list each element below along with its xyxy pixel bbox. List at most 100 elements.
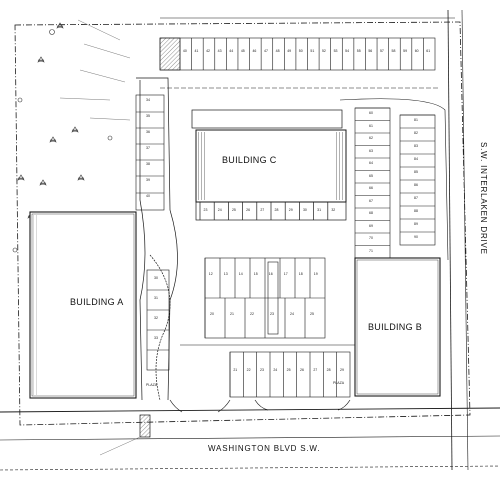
c-south-stall: 29: [288, 208, 293, 213]
east-stall: 71: [369, 248, 373, 253]
center-bottom-stall: 25: [310, 312, 314, 316]
north-stall: 45: [240, 49, 245, 54]
building-a: [29, 211, 137, 399]
west-stall: 37: [146, 146, 150, 150]
center-bottom-stall: 21: [230, 312, 234, 316]
far-east-stall: 88: [414, 209, 418, 214]
east-stall: 66: [369, 186, 373, 191]
center-top-stall: 13: [223, 272, 228, 276]
north-stall: 53: [333, 49, 338, 54]
center-top-stall: 19: [313, 272, 318, 276]
far-east-stall: 83: [414, 144, 418, 149]
north-stall: 56: [368, 49, 373, 54]
north-stall: 42: [206, 49, 210, 54]
east-stall: 62: [369, 136, 373, 141]
far-east-stall: 84: [414, 157, 418, 162]
west-stall: 36: [146, 130, 150, 134]
west-stall: 38: [146, 162, 150, 166]
c-south-stall: 23: [203, 208, 208, 213]
west-stall: 35: [146, 114, 150, 118]
center-bottom-stall: 20: [210, 312, 214, 316]
south-stall: 23: [260, 367, 264, 372]
c-south-stall: 31: [317, 208, 322, 213]
south-stall: 27: [313, 367, 318, 372]
north-stall: 54: [345, 49, 350, 54]
c-south-stall: 25: [231, 208, 236, 213]
north-stall: 55: [356, 49, 361, 54]
c-south-stall: 30: [302, 208, 307, 213]
north-stall: 60: [414, 49, 419, 54]
north-stall: 52: [321, 49, 326, 54]
east-stall: 69: [369, 223, 373, 228]
building-b-label: BUILDING B: [368, 322, 423, 332]
c-south-stall: 27: [260, 208, 265, 213]
north-stall: 61: [426, 49, 431, 54]
center-top-stall: 18: [298, 272, 303, 276]
far-east-stall: 81: [414, 118, 418, 123]
north-parking-row: [159, 37, 440, 89]
building-b: [354, 257, 441, 397]
center-bottom-stall: 24: [290, 312, 294, 316]
south-stall: 26: [300, 367, 304, 372]
south-stall: 21: [233, 367, 238, 372]
east-stall: 67: [369, 198, 373, 203]
building-c-label: BUILDING C: [222, 155, 277, 165]
far-east-stall: 85: [414, 170, 418, 175]
north-stall: 41: [194, 49, 199, 54]
east-street-label: S.W. INTERLAKEN DRIVE: [479, 142, 488, 255]
far-east-stall: 89: [414, 222, 418, 227]
east-stall: 61: [369, 123, 373, 128]
north-stall: 46: [252, 49, 257, 54]
building-c-area: [191, 109, 347, 221]
north-stall: 40: [182, 49, 187, 54]
center-top-stall: 17: [283, 272, 288, 276]
center-top-stall: 14: [238, 272, 243, 276]
west-stall: 40: [146, 194, 150, 198]
c-south-stall: 24: [217, 208, 222, 213]
east-stall: 70: [369, 236, 373, 241]
south-stall: 29: [340, 367, 344, 372]
north-stall: 57: [379, 49, 384, 54]
east-stall: 65: [369, 173, 373, 178]
north-stall: 43: [217, 49, 222, 54]
c-south-stall: 26: [246, 208, 251, 213]
west-lower-stall: 30: [154, 276, 158, 280]
east-stall: 68: [369, 211, 373, 216]
north-stall: 47: [264, 49, 268, 54]
north-stall: 49: [287, 49, 292, 54]
east-stall: 64: [369, 161, 373, 166]
center-parking-block: [204, 257, 326, 339]
site-boundary: [0, 9, 500, 471]
far-east-stall: 87: [414, 196, 418, 201]
south-street-label: WASHINGTON BLVD S.W.: [208, 444, 321, 453]
plaza-label-east: PLAZA: [333, 381, 345, 385]
center-top-stall: 12: [208, 272, 213, 276]
far-east-stall: 82: [414, 131, 418, 136]
center-top-stall: 16: [268, 272, 273, 276]
north-stall: 50: [298, 49, 303, 54]
north-stall: 59: [403, 49, 408, 54]
west-parking-column: [135, 94, 170, 371]
c-south-stall: 32: [331, 208, 336, 213]
north-stall: 44: [229, 49, 234, 54]
west-lower-stall: 32: [154, 316, 158, 320]
south-parking-row: [180, 344, 355, 398]
east-parking-columns: [339, 98, 449, 261]
south-stall: 24: [273, 367, 278, 372]
annotation-leaders: [59, 19, 141, 456]
east-stall: 63: [369, 148, 373, 153]
walkway-west: [136, 77, 178, 401]
far-east-stall: 90: [414, 235, 418, 240]
center-top-stall: 15: [253, 272, 258, 276]
north-stall: 48: [275, 49, 280, 54]
north-stall: 51: [310, 49, 315, 54]
c-south-stall: 28: [274, 208, 279, 213]
building-a-label: BUILDING A: [70, 297, 124, 307]
west-stall: 34: [146, 98, 150, 102]
north-stall: 58: [391, 49, 396, 54]
south-stall: 22: [246, 367, 251, 372]
south-stall: 28: [326, 367, 331, 372]
south-stall: 25: [286, 367, 291, 372]
west-lower-stall: 31: [154, 296, 158, 300]
